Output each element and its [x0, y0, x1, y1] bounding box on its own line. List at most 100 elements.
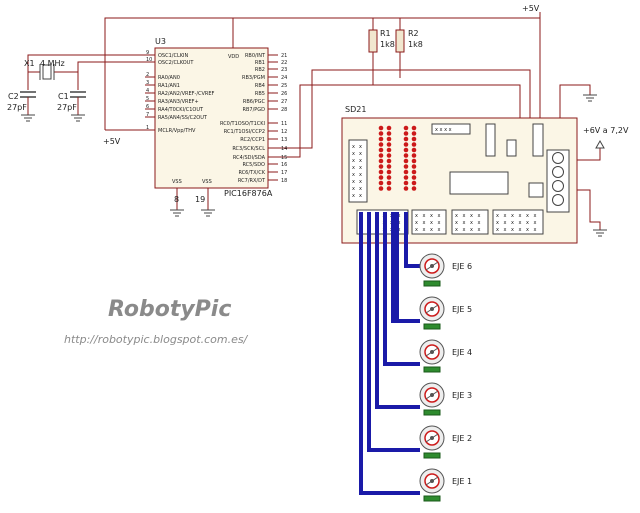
servo-connector: [423, 452, 441, 459]
servo-supply-label: +6V a 7,2V: [583, 126, 629, 135]
led-dot: [403, 153, 409, 158]
terminal-circle: [552, 166, 564, 178]
watermark-url: http://robotypic.blogspot.com.es/: [64, 333, 248, 346]
vcc-label-mclr: +5V: [103, 137, 121, 146]
led-dot: [411, 153, 417, 158]
servo-arm: [425, 304, 439, 314]
header-pin-mark: x: [359, 179, 362, 185]
header-pin-mark: x: [415, 220, 418, 226]
led-dot: [403, 125, 409, 131]
c1-ref: C1: [58, 92, 69, 101]
led-dot: [386, 164, 392, 169]
led-dot: [386, 158, 392, 164]
servo-cable: [367, 212, 420, 452]
mcu-ref: U3: [155, 37, 166, 46]
servo-2: EJE 2: [419, 425, 472, 459]
header-pin-mark: x: [423, 220, 426, 226]
header-pin-mark: x: [511, 213, 514, 219]
mcu-pin-name: RB6/PGC: [243, 99, 266, 105]
mcu-pin-name: RB7/PGD: [242, 107, 265, 113]
header-pin-mark: x: [455, 227, 458, 233]
led-dot: [386, 136, 392, 142]
sd21-servo-header-3: [451, 209, 489, 235]
mcu-pin-name: RB2: [255, 67, 265, 73]
header-pin-mark: x: [352, 151, 355, 157]
ground-symbol-vss8: [170, 209, 184, 217]
header-pin-mark: x: [359, 186, 362, 192]
mcu-pin-number: 1: [146, 125, 149, 131]
led-dot: [411, 164, 417, 169]
header-pin-mark: x: [359, 158, 362, 164]
header-pin-mark: x: [359, 193, 362, 199]
servo-cable: [359, 212, 420, 495]
servo-1: EJE 1: [419, 468, 472, 502]
header-pin-mark: x: [478, 227, 481, 233]
led-dot: [378, 175, 384, 180]
servo-cable: [391, 212, 420, 323]
header-pin-mark: x: [352, 179, 355, 185]
mcu-pin-number: 28: [281, 107, 287, 113]
header-pin-mark: x: [423, 227, 426, 233]
header-pin-mark: x: [463, 220, 466, 226]
servo-cable: [375, 212, 420, 409]
servo-label: EJE 4: [452, 348, 472, 357]
servo-4: EJE 4: [419, 339, 472, 373]
header-pin-mark: x: [534, 213, 537, 219]
sd21-servo-header-4: [492, 209, 544, 235]
led-dot: [378, 186, 384, 191]
servo-label: EJE 6: [452, 262, 472, 271]
header-pin-mark: x: [430, 213, 433, 219]
servo-5: EJE 5: [419, 296, 472, 330]
header-pin-mark: x: [526, 220, 529, 226]
r2-body: [395, 29, 405, 53]
sd21-left-header: [348, 139, 368, 203]
mcu-pin-name: RC5/SDO: [242, 162, 265, 168]
header-pin-mark: x: [352, 172, 355, 178]
header-pin-mark: x: [423, 213, 426, 219]
mcu-pin-number: 23: [281, 67, 287, 73]
mcu-pin-number: 21: [281, 53, 287, 59]
header-pin-mark: x: [455, 220, 458, 226]
mcu-pin-name: RB3/PGM: [242, 75, 265, 81]
header-pin-mark: x: [438, 213, 441, 219]
mcu-pin-name: MCLR/Vpp/THV: [158, 128, 196, 134]
mcu-pin-name: RC4/SDI/SDA: [233, 155, 266, 161]
terminal-circle: [552, 152, 564, 164]
led-dot: [378, 142, 384, 147]
mcu-pin-name: RB5: [255, 91, 265, 97]
r1-ref: R1: [380, 29, 391, 38]
r2-ref: R2: [408, 29, 419, 38]
ground-symbol-c1: [71, 114, 85, 122]
servo-cable: [404, 212, 420, 268]
header-pin-mark: x: [463, 213, 466, 219]
capacitor-c2: C2 27pF: [7, 91, 36, 112]
crystal-body: [42, 64, 52, 80]
led-dot: [403, 147, 409, 153]
led-dot: [403, 164, 409, 169]
header-pin-mark: x: [430, 220, 433, 226]
mcu-pin-name: RC7/RX/DT: [238, 178, 266, 184]
mcu-pin-name: RA0/AN0: [158, 75, 180, 81]
c2-value: 27pF: [7, 103, 27, 112]
sd21-ref: SD21: [345, 105, 366, 114]
mcu-vdd-label: VDD: [228, 54, 239, 60]
mcu-pin-number: 22: [281, 60, 287, 66]
led-dot: [386, 131, 392, 136]
header-pin-mark: x: [359, 172, 362, 178]
r1-value: 1k8: [380, 40, 395, 49]
servo-bus: [359, 212, 420, 495]
led-dot: [378, 164, 384, 169]
led-dot: [378, 125, 384, 131]
header-pin-mark: x: [415, 213, 418, 219]
led-dot: [386, 142, 392, 147]
servo-connector: [423, 409, 441, 416]
header-pin-mark: x: [359, 151, 362, 157]
mcu-pin-number: 9: [146, 50, 149, 56]
led-dot: [378, 153, 384, 158]
mcu-pin-name: RC1/T1OSI/CCP2: [224, 129, 265, 135]
mcu-pin-number: 11: [281, 121, 287, 127]
header-pin-mark: x: [534, 227, 537, 233]
